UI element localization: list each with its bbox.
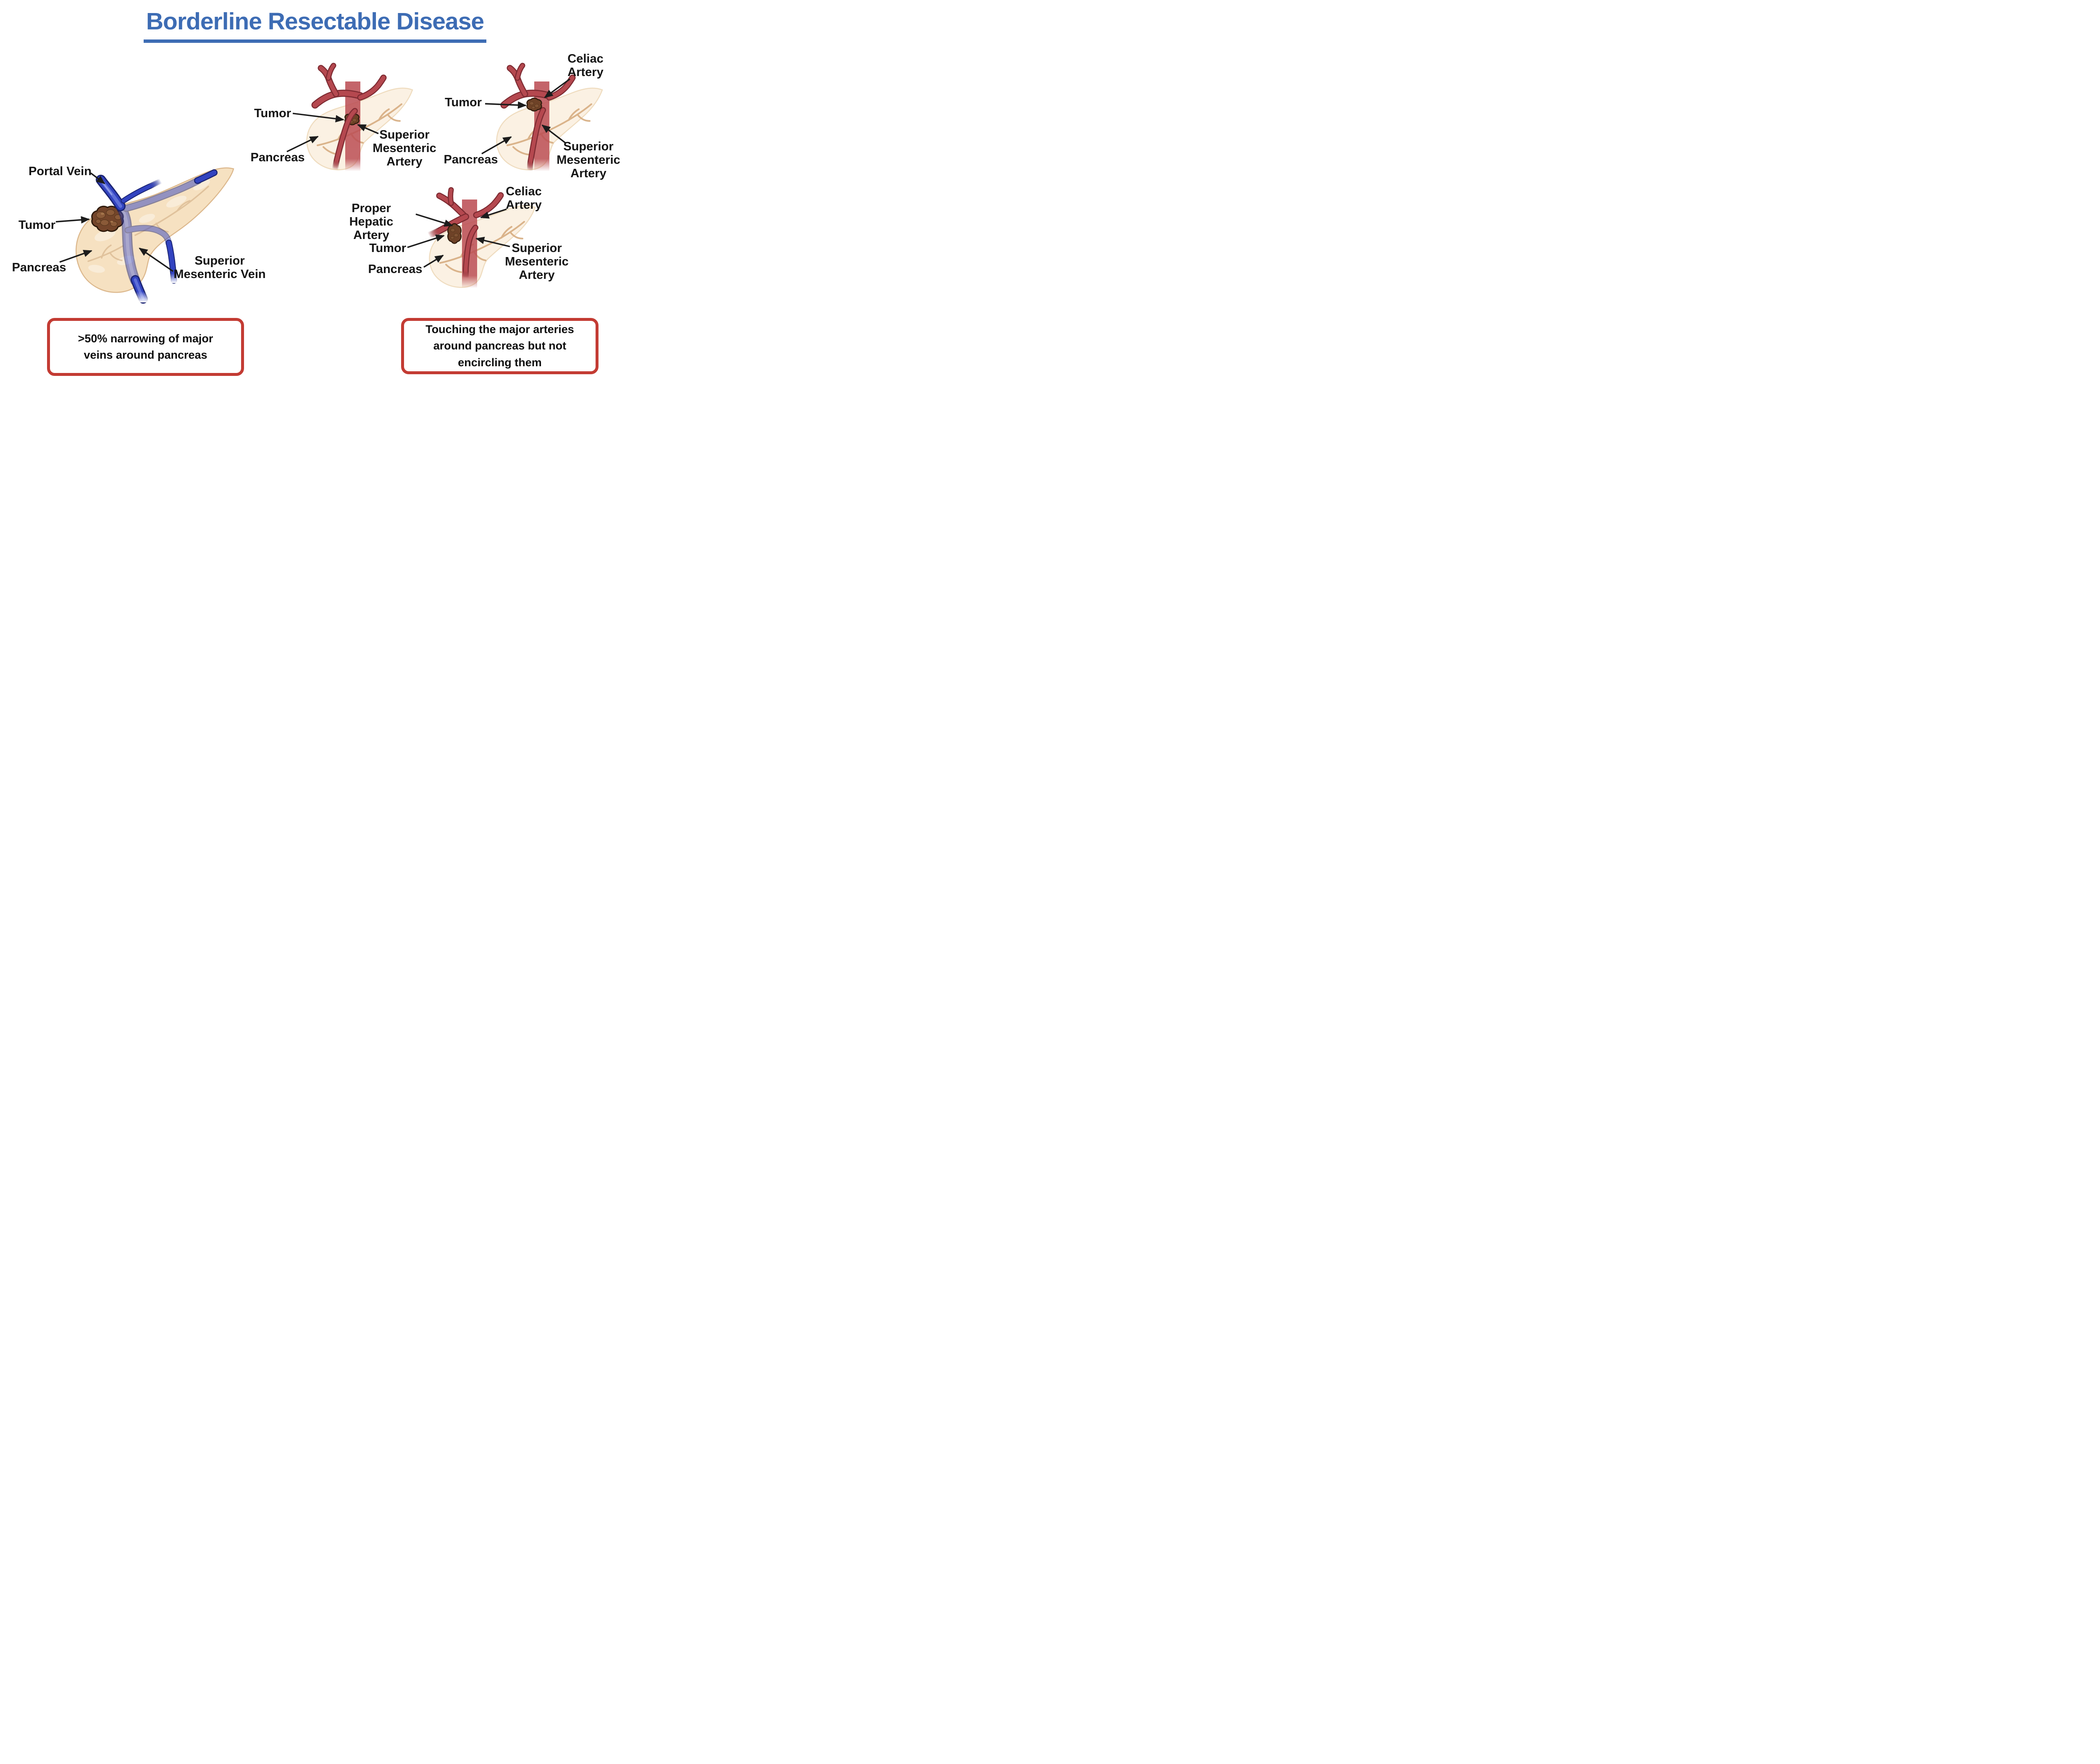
portal-vein-diagram-art bbox=[75, 167, 234, 304]
arteries-callout-box: Touching the major arteries around pancr… bbox=[401, 318, 598, 374]
celiac-trunk-vessels bbox=[311, 63, 387, 109]
pancreas-arrow bbox=[481, 136, 512, 155]
pancreatic-ducts bbox=[439, 221, 525, 273]
celiac-artery-label: Celiac Artery bbox=[506, 185, 542, 212]
splenic-vein bbox=[122, 177, 202, 212]
smv-arrow bbox=[139, 247, 173, 272]
page-title: Borderline Resectable Disease bbox=[0, 8, 630, 43]
tumor-mass bbox=[526, 97, 542, 112]
celiac-arrow bbox=[480, 208, 507, 219]
celiac-arrow bbox=[544, 78, 571, 98]
superior-mesenteric-artery-vessel bbox=[463, 225, 478, 280]
pancreas-label: Pancreas bbox=[368, 262, 423, 276]
tumor-label: Tumor bbox=[444, 96, 482, 109]
portal-vein-label: Portal Vein bbox=[29, 165, 92, 178]
tumor-label: Tumor bbox=[254, 107, 291, 120]
sma-arrow bbox=[357, 124, 379, 134]
sma-label: Superior Mesenteric Artery bbox=[373, 128, 436, 168]
tumor-arrow bbox=[292, 113, 345, 123]
pancreas-label: Pancreas bbox=[444, 153, 498, 166]
sma-label: Superior Mesenteric Artery bbox=[556, 140, 620, 180]
page-title-text: Borderline Resectable Disease bbox=[143, 8, 487, 43]
tumor-arrow bbox=[407, 234, 445, 248]
splenic-vein-tip bbox=[194, 169, 218, 184]
sma-arrow bbox=[475, 236, 510, 247]
veins-through-pancreas bbox=[116, 177, 202, 286]
pancreas-arrow bbox=[59, 250, 92, 263]
proper-hepatic-arrow bbox=[415, 213, 453, 227]
pancreas-label: Pancreas bbox=[250, 151, 305, 164]
tumor-mass bbox=[447, 223, 462, 244]
cut-vein-stub bbox=[121, 178, 164, 204]
smv-label: Superior Mesenteric Vein bbox=[173, 254, 266, 281]
portal-vein-arrow bbox=[90, 172, 105, 184]
arteries-callout-text: Touching the major arteries around pancr… bbox=[425, 323, 574, 369]
pancreas-label: Pancreas bbox=[12, 261, 66, 274]
celiac-artery-label: Celiac Artery bbox=[567, 52, 604, 79]
vein-fade bbox=[135, 291, 150, 302]
anatomy-illustration bbox=[55, 63, 603, 304]
pancreas-arrow bbox=[423, 255, 444, 268]
superior-mesenteric-artery-vessel bbox=[527, 107, 546, 172]
tumor-arrow bbox=[55, 216, 90, 224]
celiac-trunk-vessels bbox=[500, 63, 576, 109]
veins-callout-box: >50% narrowing of major veins around pan… bbox=[47, 318, 244, 376]
proper-hepatic-artery-vessel bbox=[426, 213, 469, 239]
proper-hepatic-artery-label: Proper Hepatic Artery bbox=[349, 202, 394, 242]
label-arrows bbox=[55, 78, 571, 272]
veins-callout-text: >50% narrowing of major veins around pan… bbox=[78, 332, 213, 361]
sma-label: Superior Mesenteric Artery bbox=[505, 242, 569, 282]
tumor-label: Tumor bbox=[18, 218, 56, 232]
tumor-arrow bbox=[485, 101, 527, 109]
pancreas-arrow bbox=[286, 136, 319, 152]
vein-fade bbox=[167, 273, 180, 283]
tumor-label: Tumor bbox=[369, 242, 407, 255]
inferior-mesenteric-vein bbox=[124, 225, 172, 247]
superior-mesenteric-artery-vessel bbox=[332, 108, 358, 172]
sma-arrow bbox=[541, 124, 566, 144]
figure-canvas: Borderline Resectable Disease Portal Vei… bbox=[0, 0, 630, 441]
